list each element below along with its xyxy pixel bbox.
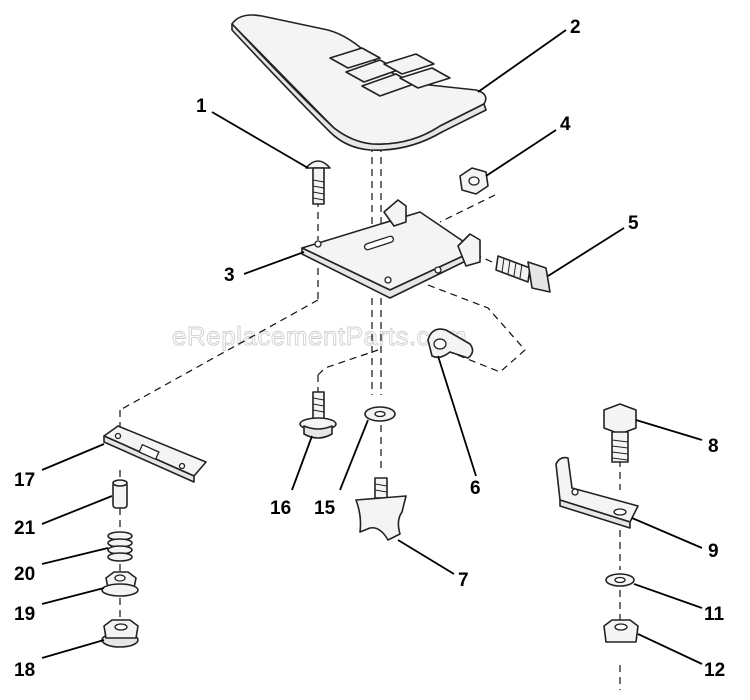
leader-lines [41, 29, 703, 665]
part-15-washer [364, 406, 396, 422]
part-8-hex-bolt [603, 403, 637, 463]
callout-5: 5 [628, 213, 639, 234]
callout-1: 1 [196, 96, 207, 117]
callout-20: 20 [14, 564, 35, 585]
callout-12: 12 [704, 660, 725, 681]
callout-9: 9 [708, 541, 719, 562]
callout-19: 19 [14, 604, 35, 625]
part-20-spring [107, 531, 133, 562]
part-16-flange-bolt [299, 391, 337, 439]
callout-15: 15 [314, 498, 336, 519]
watermark-text: eReplacementParts.com [172, 321, 467, 351]
part-7-knob [355, 477, 407, 541]
part-4-nut [459, 167, 489, 195]
part-17-bracket [103, 425, 207, 483]
callout-labels: 1 2 3 4 5 6 7 8 9 11 12 15 16 17 18 19 2… [14, 17, 725, 681]
callout-11: 11 [704, 604, 725, 625]
part-12-nut [603, 619, 639, 643]
part-5-hex-bolt [495, 255, 551, 293]
callout-7: 7 [458, 570, 469, 591]
callout-6: 6 [470, 478, 481, 499]
callout-2: 2 [570, 17, 581, 38]
part-3-seat-plate [301, 199, 481, 299]
part-9-l-bracket [555, 456, 639, 529]
callout-21: 21 [14, 518, 36, 539]
callout-17: 17 [14, 470, 35, 491]
part-2-seat [231, 14, 487, 151]
callout-16: 16 [270, 498, 291, 519]
callout-18: 18 [14, 660, 35, 681]
callout-8: 8 [708, 436, 719, 457]
part-1-carriage-bolt [305, 160, 331, 205]
part-21-pin [112, 479, 128, 509]
part-18-lock-nut [101, 619, 139, 648]
part-19-flange-nut [101, 571, 139, 597]
part-6-clip [427, 328, 474, 359]
alignment-lines [119, 145, 621, 690]
callout-4: 4 [560, 114, 571, 135]
part-11-washer [605, 573, 635, 587]
callout-3: 3 [224, 265, 235, 286]
